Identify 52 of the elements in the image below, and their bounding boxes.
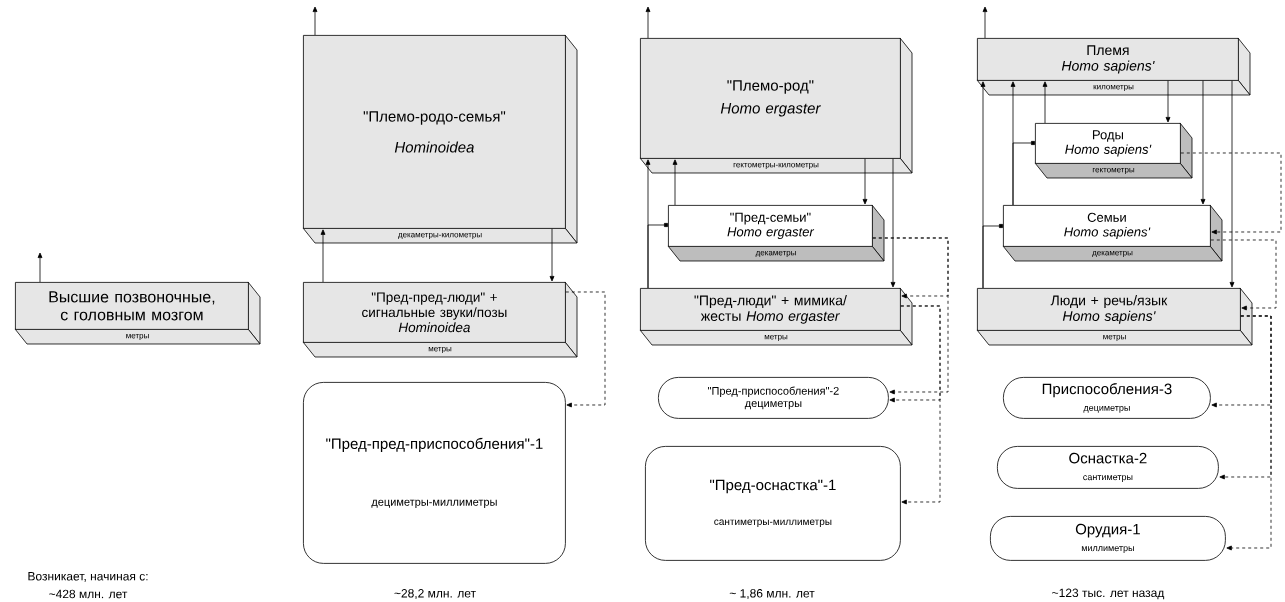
arrow xyxy=(565,291,606,408)
arrow xyxy=(872,237,949,395)
arrow xyxy=(320,229,326,283)
arrow xyxy=(982,224,1003,289)
block-box: "Пред-люди" + мимика/ жесты Homo ergaster метры xyxy=(639,287,913,346)
block-box: Семьи Homo sapiens' декаметры xyxy=(1002,204,1223,262)
arrow xyxy=(982,6,988,39)
arrow xyxy=(647,223,668,289)
rounded-box: "Пред-пред-приспособления"-1 дециметры-миллиметры xyxy=(303,382,566,564)
arrow xyxy=(1012,141,1035,206)
arrow xyxy=(549,228,555,282)
time-label: Возникает, начиная с: xyxy=(28,572,148,582)
block-box: Роды Homo sapiens' гектометры xyxy=(1034,122,1193,179)
node-label: метры xyxy=(126,334,149,340)
block-box: "Племо-род" Homo ergaster гектометры-километры xyxy=(639,37,913,174)
block-box: Племя Homo sapiens' километры xyxy=(976,37,1251,96)
block-box: Люди + речь/язык Homo sapiens' метры xyxy=(976,287,1253,346)
arrow xyxy=(1165,80,1171,123)
arrow xyxy=(862,158,868,205)
node-label: декаметры xyxy=(1092,251,1133,257)
arrow xyxy=(1180,152,1282,235)
arrow xyxy=(37,252,43,283)
arrow xyxy=(890,158,896,288)
time-label: ~123 тыс. лет назад xyxy=(1052,588,1165,600)
node-label: метры xyxy=(764,335,788,341)
arrow xyxy=(1200,80,1206,205)
rounded-box: "Пред-оснастка"-1 сантиметры-миллиметры xyxy=(645,446,901,561)
rounded-box: Приспособления-3 дециметры xyxy=(1003,377,1211,419)
arrow xyxy=(1229,80,1235,288)
block-box: "Пред-пред-люди" + сигнальные звуки/позы Hominoidea метры xyxy=(302,281,578,358)
rounded-box: Оснастка-2 сантиметры xyxy=(997,446,1219,489)
block-box: "Пред-семьи" Homo ergaster декаметры xyxy=(667,204,885,262)
time-label: ~428 млн. лет xyxy=(49,589,128,599)
arrow xyxy=(672,159,678,206)
block-box: Высшие позвоночные, с головным мозгом метры xyxy=(14,281,261,345)
time-label: ~ 1,86 млн. лет xyxy=(729,589,815,599)
arrow xyxy=(312,6,318,36)
arrow xyxy=(1210,239,1277,311)
node-label: километры xyxy=(1093,85,1134,91)
arrow xyxy=(1226,315,1272,551)
rounded-box: Орудия-1 миллиметры xyxy=(990,516,1226,561)
rounded-box: "Пред-приспособления"-2 дециметры xyxy=(658,377,889,419)
node-label: декаметры-километры xyxy=(398,233,482,239)
arrow xyxy=(645,6,651,39)
node-label: метры xyxy=(428,347,452,353)
node-label: метры xyxy=(1103,335,1126,341)
node-label: гектометры-километры xyxy=(733,163,819,169)
node-label: гектометры xyxy=(1092,168,1135,174)
node-label: декаметры xyxy=(755,251,796,257)
arrow xyxy=(1042,81,1048,124)
arrow xyxy=(900,305,941,505)
time-label: ~28,2 млн. лет xyxy=(394,589,476,599)
